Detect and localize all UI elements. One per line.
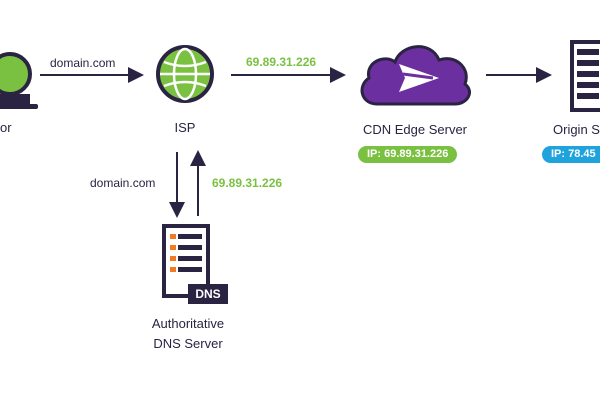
visitor-label: or: [0, 120, 12, 135]
dns-label-line1: Authoritative: [151, 316, 225, 331]
dns-label-line2: DNS Server: [153, 336, 223, 351]
isp-node: [155, 44, 215, 104]
cdn-label: CDN Edge Server: [362, 122, 468, 137]
origin-ip-badge: IP: 78.45: [542, 146, 600, 163]
visitor-node: [0, 38, 40, 118]
laptop-globe-icon: [0, 52, 38, 109]
edge-label-dns-to-isp: 69.89.31.226: [212, 176, 283, 190]
cloud-logo-icon: [360, 45, 471, 106]
isp-label: ISP: [174, 120, 196, 135]
edge-label-isp-to-dns: domain.com: [90, 176, 156, 190]
origin-label: Origin S: [553, 122, 600, 137]
edge-label-visitor-to-isp: domain.com: [50, 56, 116, 70]
server-rack-icon: [570, 40, 600, 112]
edge-label-isp-to-cdn: 69.89.31.226: [246, 55, 317, 69]
globe-icon: [156, 45, 214, 103]
origin-node: [568, 40, 600, 112]
dns-badge: DNS: [188, 284, 228, 304]
dns-badge-text: DNS: [195, 287, 221, 301]
cdn-node: [355, 38, 475, 110]
cdn-ip-badge: IP: 69.89.31.226: [358, 146, 458, 163]
